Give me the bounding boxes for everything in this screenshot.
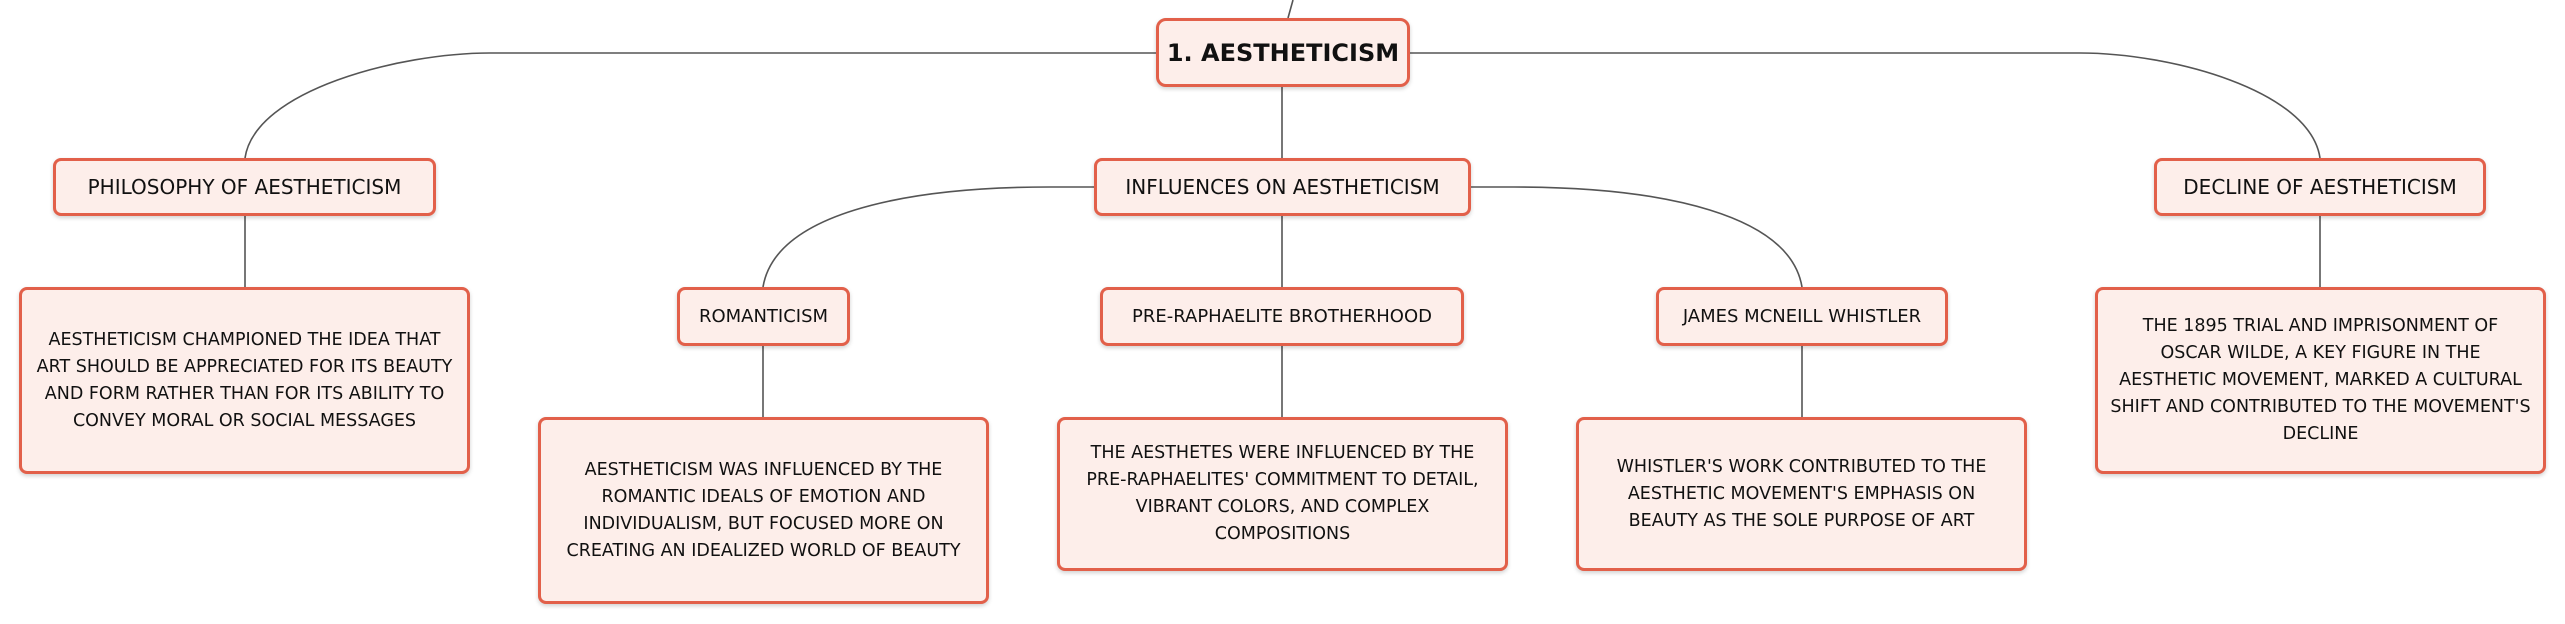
root-topic[interactable]: 1. AESTHETICISM	[1156, 18, 1410, 87]
subtopic-pre-raphaelite[interactable]: PRE-RAPHAELITE BROTHERHOOD	[1100, 287, 1464, 346]
romanticism-description[interactable]: AESTHETICISM WAS INFLUENCED BY THE ROMAN…	[538, 417, 989, 604]
decline-description[interactable]: THE 1895 TRIAL AND IMPRISONMENT OF OSCAR…	[2095, 287, 2546, 474]
romanticism-description-text: AESTHETICISM WAS INFLUENCED BY THE ROMAN…	[566, 459, 961, 561]
philosophy-description-text: AESTHETICISM CHAMPIONED THE IDEA THAT AR…	[36, 329, 453, 431]
pre-raphaelite-description-text: THE AESTHETES WERE INFLUENCED BY THE PRE…	[1086, 443, 1479, 544]
topic-decline[interactable]: DECLINE OF AESTHETICISM	[2154, 158, 2486, 216]
connector-parent-root	[1287, 0, 1294, 19]
decline-description-text: THE 1895 TRIAL AND IMPRISONMENT OF OSCAR…	[2110, 316, 2531, 444]
subtopic-romanticism[interactable]: ROMANTICISM	[677, 287, 850, 346]
topic-philosophy-label: PHILOSOPHY OF AESTHETICISM	[87, 175, 402, 199]
philosophy-description[interactable]: AESTHETICISM CHAMPIONED THE IDEA THAT AR…	[19, 287, 470, 474]
connector-influences-romanticism	[762, 186, 1094, 288]
connector-influences-whistler	[1470, 186, 1803, 288]
subtopic-whistler[interactable]: JAMES MCNEILL WHISTLER	[1656, 287, 1948, 346]
subtopic-whistler-label: JAMES MCNEILL WHISTLER	[1682, 306, 1922, 327]
topic-decline-label: DECLINE OF AESTHETICISM	[2183, 175, 2457, 199]
topic-philosophy[interactable]: PHILOSOPHY OF AESTHETICISM	[53, 158, 436, 216]
subtopic-romanticism-label: ROMANTICISM	[698, 306, 829, 327]
whistler-description[interactable]: WHISTLER'S WORK CONTRIBUTED TO THE AESTH…	[1576, 417, 2027, 571]
connector-root-decline	[1410, 52, 2321, 159]
connector-root-philosophy	[244, 52, 1160, 159]
whistler-description-text: WHISTLER'S WORK CONTRIBUTED TO THE AESTH…	[1616, 456, 1987, 531]
topic-influences[interactable]: INFLUENCES ON AESTHETICISM	[1094, 158, 1471, 216]
topic-influences-label: INFLUENCES ON AESTHETICISM	[1125, 175, 1440, 199]
subtopic-pre-raphaelite-label: PRE-RAPHAELITE BROTHERHOOD	[1132, 306, 1432, 327]
pre-raphaelite-description[interactable]: THE AESTHETES WERE INFLUENCED BY THE PRE…	[1057, 417, 1508, 571]
root-topic-label: 1. AESTHETICISM	[1166, 38, 1400, 67]
